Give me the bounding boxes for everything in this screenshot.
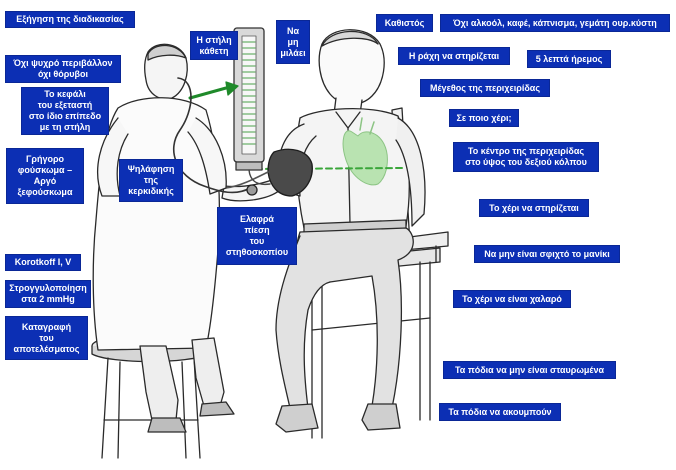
label-back-supported: Η ράχη να στηρίζεται [398, 47, 510, 65]
label-arm-relaxed: Το χέρι να είναι χαλαρό [453, 290, 571, 308]
stethoscope-icon [172, 77, 258, 196]
label-which-arm: Σε ποιο χέρι; [449, 109, 519, 127]
label-sleeve-not-tight: Να μην είναι σφιχτό το μανίκι [474, 245, 620, 263]
label-arm-supported: Το χέρι να στηρίζεται [479, 199, 589, 217]
label-record-result: Καταγραφή του αποτελέσματος [5, 316, 88, 360]
patient-figure [221, 29, 426, 433]
label-korotkoff: Korotkoff I, V [5, 254, 81, 271]
label-cuff-size: Μέγεθος της περιχειρίδας [420, 79, 550, 97]
label-column-vertical: Η στήλη κάθετη [190, 31, 238, 60]
label-cuff-center: Το κέντρο της περιχειρίδας στο ύψος του … [453, 142, 599, 172]
label-rounding: Στρογγυλοποίηση στα 2 mmHg [5, 280, 91, 308]
sphygmomanometer-icon [233, 27, 271, 186]
examiner-figure [92, 43, 235, 433]
label-feet-on-floor: Τα πόδια να ακουμπούν [439, 403, 561, 421]
label-legs-not-crossed: Τα πόδια να μην είναι σταυρωμένα [443, 361, 616, 379]
heart-icon [342, 117, 388, 186]
label-radial-palpation: Ψηλάφηση της κερκιδικής [119, 159, 183, 202]
label-cool-environment: Όχι ψυχρό περιβάλλον όχι θόρυβοι [5, 55, 121, 83]
label-not-talk: Να μη μιλάει [276, 20, 310, 64]
blood-pressure-cuff [225, 148, 313, 197]
label-rest-5min: 5 λεπτά ήρεμος [527, 50, 611, 68]
label-examiner-head: Το κεφάλι του εξεταστή στο ίδιο επίπεδο … [21, 87, 109, 135]
label-no-alcohol: Όχι αλκοόλ, καφέ, κάπνισμα, γεμάτη ουρ.κ… [440, 14, 670, 32]
label-inflate-deflate: Γρήγορο φούσκωμα – Αργό ξεφούσκωμα [6, 148, 84, 204]
arrow-icon [188, 81, 239, 100]
label-light-pressure: Ελαφρά πίεση του στηθοσκοπίου [217, 207, 297, 265]
label-seated: Καθιστός [376, 14, 433, 32]
label-explain-procedure: Εξήγηση της διαδικασίας [5, 11, 135, 28]
